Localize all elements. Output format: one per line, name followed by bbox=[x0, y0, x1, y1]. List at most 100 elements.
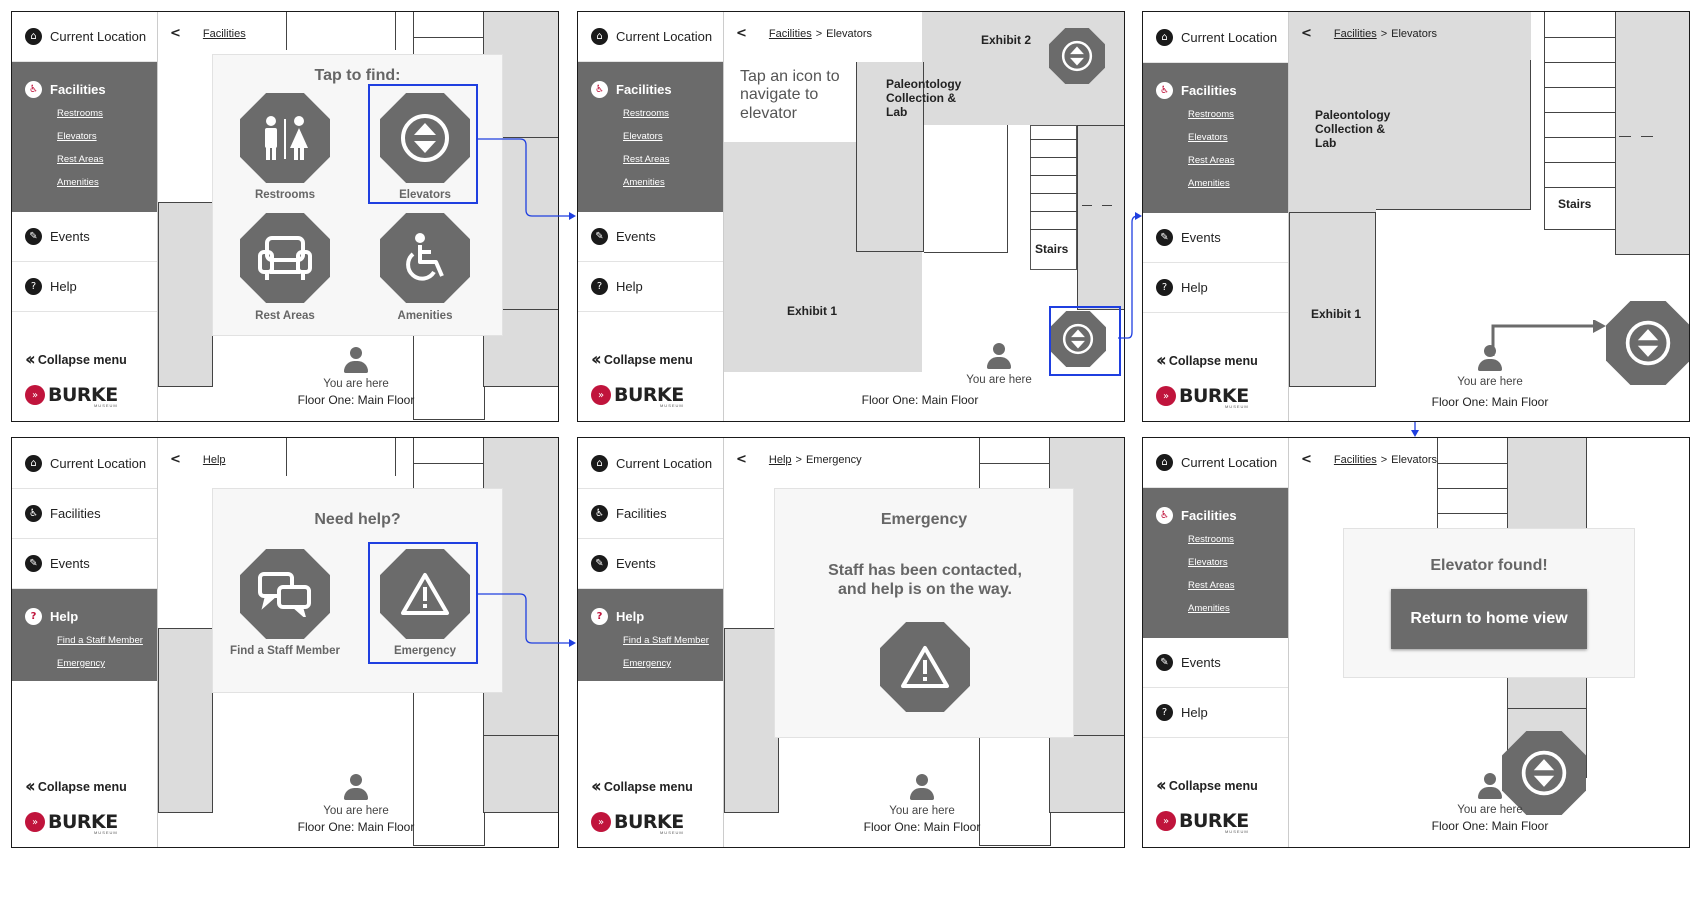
return-home-button[interactable]: Return to home view bbox=[1391, 589, 1587, 649]
nav-sub-rest-areas[interactable]: Rest Areas bbox=[1188, 155, 1235, 166]
collapse-menu-button[interactable]: ‹‹Collapse menu bbox=[591, 349, 693, 370]
nav-events[interactable]: ✎Events bbox=[12, 212, 157, 262]
collapse-menu-button[interactable]: ‹‹Collapse menu bbox=[25, 776, 127, 797]
map-line bbox=[1082, 205, 1092, 206]
nav-sub-amenities[interactable]: Amenities bbox=[1188, 178, 1230, 189]
elevator-destination-icon[interactable] bbox=[1502, 731, 1586, 815]
nav-current-location[interactable]: ⌂Current Location bbox=[1143, 12, 1288, 63]
crumb-facilities[interactable]: Facilities bbox=[768, 27, 812, 40]
map-line bbox=[1030, 139, 1077, 140]
nav-sub-amenities[interactable]: Amenities bbox=[623, 177, 665, 188]
flow-arrowhead bbox=[569, 212, 576, 220]
map-wall bbox=[286, 438, 396, 476]
nav-sub-elevators[interactable]: Elevators bbox=[623, 131, 663, 142]
nav-help[interactable]: ?Help bbox=[1143, 688, 1288, 738]
nav-help[interactable]: ?Help bbox=[12, 603, 157, 629]
nav-sub-rest-areas[interactable]: Rest Areas bbox=[623, 154, 670, 165]
back-button[interactable]: < bbox=[170, 26, 181, 41]
nav-help[interactable]: ?Help bbox=[578, 262, 723, 312]
nav-sub-find-staff[interactable]: Find a Staff Member bbox=[57, 635, 143, 646]
nav-sub-elevators[interactable]: Elevators bbox=[57, 131, 97, 142]
crumb-facilities[interactable]: Facilities bbox=[202, 27, 246, 40]
elevator-map-icon[interactable] bbox=[1049, 28, 1105, 84]
nav-sub-find-staff[interactable]: Find a Staff Member bbox=[623, 635, 709, 646]
nav-sub-elevators[interactable]: Elevators bbox=[1188, 132, 1228, 143]
nav-current-location[interactable]: ⌂Current Location bbox=[578, 12, 723, 62]
map-room bbox=[1615, 12, 1689, 255]
exhibit-1-label: Exhibit 1 bbox=[1311, 307, 1362, 321]
paleontology-label: Paleontology Collection & Lab bbox=[886, 77, 962, 119]
logo-wordmark: BURKE bbox=[48, 811, 118, 833]
nav-current-location[interactable]: ⌂Current Location bbox=[578, 438, 723, 489]
collapse-menu-button[interactable]: ‹‹Collapse menu bbox=[591, 776, 693, 797]
nav-sub-restrooms[interactable]: Restrooms bbox=[1188, 109, 1234, 120]
elevator-destination-icon[interactable] bbox=[1606, 301, 1689, 385]
back-button[interactable]: < bbox=[736, 452, 747, 467]
panel-title: Emergency bbox=[880, 511, 968, 528]
you-are-here-label: You are here bbox=[889, 805, 955, 817]
nav-sub-restrooms[interactable]: Restrooms bbox=[623, 108, 669, 119]
elevator-map-icon[interactable] bbox=[1050, 311, 1106, 367]
nav-events[interactable]: ✎Events bbox=[1143, 213, 1288, 263]
nav-sub-elevators[interactable]: Elevators bbox=[1188, 557, 1228, 568]
rest-areas-option[interactable] bbox=[240, 213, 330, 303]
nav-sub-amenities[interactable]: Amenities bbox=[1188, 603, 1230, 614]
nav-events[interactable]: ✎Events bbox=[1143, 638, 1288, 688]
nav-sub-emergency[interactable]: Emergency bbox=[623, 658, 672, 669]
map-area: <Facilities>Elevators Paleontology Colle… bbox=[1289, 12, 1689, 421]
nav-facilities[interactable]: ♿Facilities bbox=[1143, 502, 1288, 528]
nav-current-location[interactable]: ⌂Current Location bbox=[12, 12, 157, 62]
restrooms-option[interactable] bbox=[240, 93, 330, 183]
back-button[interactable]: < bbox=[170, 452, 181, 467]
nav-sub-amenities[interactable]: Amenities bbox=[57, 177, 99, 188]
crumb-help[interactable]: Help bbox=[202, 453, 226, 466]
crumb-help[interactable]: Help bbox=[768, 453, 792, 466]
map-line bbox=[483, 735, 558, 736]
you-are-here: You are here bbox=[271, 347, 441, 390]
nav-current-location[interactable]: ⌂Current Location bbox=[1143, 438, 1288, 488]
nav-sub-rest-areas[interactable]: Rest Areas bbox=[1188, 580, 1235, 591]
back-button[interactable]: < bbox=[736, 26, 747, 41]
crumb-facilities[interactable]: Facilities bbox=[1333, 27, 1377, 40]
nav-help[interactable]: ?Help bbox=[12, 262, 157, 312]
crumb-elevators: Elevators bbox=[1391, 27, 1437, 40]
nav-help[interactable]: ?Help bbox=[578, 603, 723, 629]
emergency-option[interactable] bbox=[380, 549, 470, 639]
nav-events[interactable]: ✎Events bbox=[578, 539, 723, 589]
nav-facilities[interactable]: ♿Facilities bbox=[12, 489, 157, 539]
nav-sub-restrooms[interactable]: Restrooms bbox=[57, 108, 103, 119]
amenities-option[interactable] bbox=[380, 213, 470, 303]
chat-icon bbox=[258, 572, 311, 617]
find-staff-option[interactable] bbox=[240, 549, 330, 639]
person-icon bbox=[343, 347, 369, 375]
nav-sub-rest-areas[interactable]: Rest Areas bbox=[57, 154, 104, 165]
nav-facilities[interactable]: ♿Facilities bbox=[578, 76, 723, 102]
collapse-menu-button[interactable]: ‹‹Collapse menu bbox=[1156, 350, 1258, 371]
you-are-here: You are here bbox=[837, 774, 1007, 817]
nav-sub-emergency[interactable]: Emergency bbox=[57, 658, 106, 669]
map-line bbox=[1544, 187, 1617, 188]
collapse-menu-button[interactable]: ‹‹Collapse menu bbox=[1156, 775, 1258, 796]
map-line bbox=[1437, 513, 1509, 514]
found-panel: Elevator found! Return to home view bbox=[1343, 528, 1635, 678]
person-icon bbox=[909, 774, 935, 802]
screen-elevator-map: ⌂Current Location ♿Facilities Restrooms … bbox=[577, 11, 1125, 422]
nav-label: Help bbox=[1181, 705, 1208, 720]
collapse-menu-button[interactable]: ‹‹Collapse menu bbox=[25, 349, 127, 370]
elevators-option[interactable] bbox=[380, 93, 470, 183]
nav-facilities[interactable]: ♿Facilities bbox=[12, 76, 157, 102]
crumb-facilities[interactable]: Facilities bbox=[1333, 453, 1377, 466]
nav-facilities[interactable]: ♿Facilities bbox=[578, 489, 723, 539]
nav-events[interactable]: ✎Events bbox=[578, 212, 723, 262]
nav-current-location[interactable]: ⌂Current Location bbox=[12, 438, 157, 489]
nav-help[interactable]: ?Help bbox=[1143, 263, 1288, 313]
restroom-icon: ♿ bbox=[25, 505, 42, 522]
nav-sub-restrooms[interactable]: Restrooms bbox=[1188, 534, 1234, 545]
sidebar: ⌂Current Location ♿Facilities Restrooms … bbox=[1143, 438, 1289, 847]
back-button[interactable]: < bbox=[1301, 26, 1312, 41]
nav-facilities[interactable]: ♿Facilities bbox=[1143, 77, 1288, 103]
elevator-icon bbox=[1062, 323, 1094, 355]
back-button[interactable]: < bbox=[1301, 452, 1312, 467]
armchair-icon bbox=[258, 236, 312, 280]
nav-events[interactable]: ✎Events bbox=[12, 539, 157, 589]
